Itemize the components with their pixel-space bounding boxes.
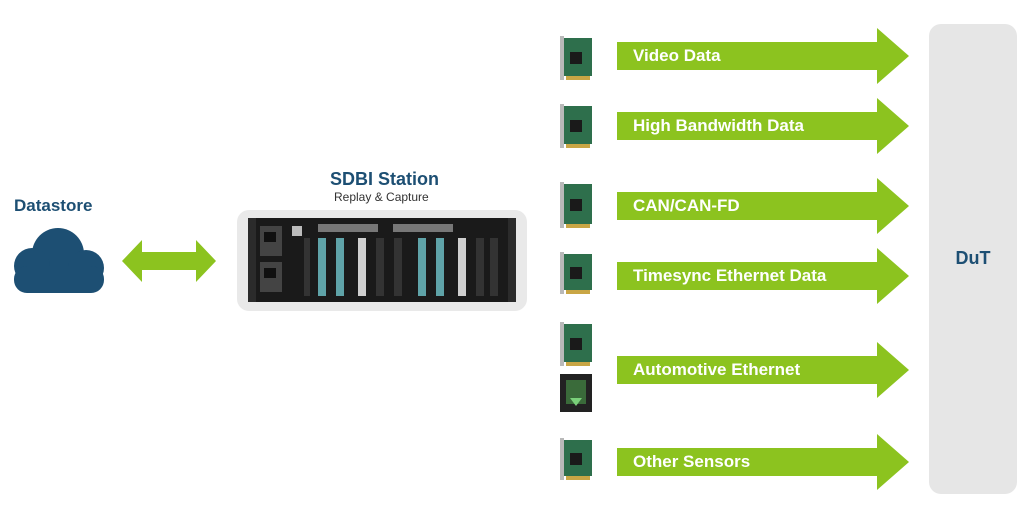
channel-label: CAN/CAN-FD xyxy=(633,196,740,215)
pcie-card-image xyxy=(558,320,596,373)
channel-label: High Bandwidth Data xyxy=(633,116,804,135)
channel-label: Timesync Ethernet Data xyxy=(633,266,827,285)
channel-arrow: Video Data xyxy=(617,28,909,84)
pcie-card-image xyxy=(558,250,596,301)
server-rack-image xyxy=(248,218,516,302)
pcie-card-image xyxy=(558,180,596,235)
channel-arrow: Timesync Ethernet Data xyxy=(617,248,909,304)
pcie-card-image xyxy=(558,436,596,487)
bidirectional-arrow xyxy=(122,240,216,282)
channel-label: Video Data xyxy=(633,46,721,65)
channel-label: Automotive Ethernet xyxy=(633,360,801,379)
station-title: SDBI Station xyxy=(330,169,440,189)
cloud-icon xyxy=(14,228,104,293)
datastore-label: Datastore xyxy=(14,196,93,215)
pcie-card-image xyxy=(558,34,596,87)
channel-label: Other Sensors xyxy=(633,452,751,471)
pcie-card-image xyxy=(558,102,596,155)
dut-panel xyxy=(929,24,1017,494)
channel-arrow: High Bandwidth Data xyxy=(617,98,909,154)
media-converter-image xyxy=(558,372,596,419)
channel-arrow: CAN/CAN-FD xyxy=(617,178,909,234)
station-subtitle: Replay & Capture xyxy=(334,190,429,204)
dut-label: DuT xyxy=(955,248,991,268)
channel-arrow: Other Sensors xyxy=(617,434,909,490)
channel-arrow: Automotive Ethernet xyxy=(617,342,909,398)
